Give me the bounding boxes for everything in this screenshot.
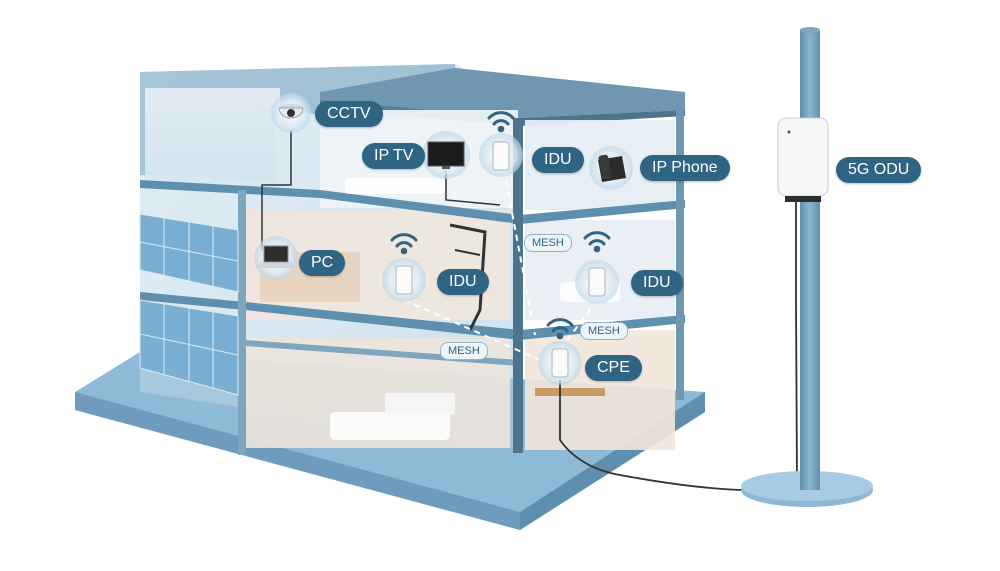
- mesh-label-bottom: MESH: [440, 342, 488, 360]
- label-iptv: IP TV: [362, 143, 426, 169]
- pc-device: [254, 236, 298, 280]
- router-icon: [551, 348, 569, 378]
- ip-phone-icon: [598, 154, 626, 182]
- idu-device-right: [575, 231, 619, 304]
- label-idu-right: IDU: [631, 270, 683, 296]
- wifi-icon: [487, 111, 515, 133]
- label-idu-middle: IDU: [437, 269, 489, 295]
- label-ip-phone: IP Phone: [640, 155, 730, 181]
- solar-panel-icon: [139, 213, 239, 396]
- label-idu-top: IDU: [532, 147, 584, 173]
- odu-pole: [741, 27, 873, 507]
- wifi-icon: [546, 318, 574, 340]
- mesh-links: [403, 169, 598, 361]
- idu-device-middle: [382, 233, 426, 302]
- mesh-label-right: MESH: [580, 322, 628, 340]
- cpe-device: [538, 318, 582, 385]
- cctv-device: [271, 93, 311, 133]
- router-icon: [395, 265, 413, 295]
- outdoor-unit-icon: [777, 117, 829, 202]
- idu-device-top: [479, 111, 523, 177]
- cable-cctv-pc: [261, 130, 292, 250]
- room-top-left: [145, 88, 280, 188]
- wifi-icon: [390, 233, 418, 255]
- tv-icon: [427, 141, 465, 169]
- cable-iptv: [445, 170, 501, 206]
- router-icon: [588, 267, 606, 297]
- mesh-label-top: MESH: [524, 234, 572, 252]
- cctv-camera-icon: [278, 104, 304, 119]
- iptv-device: [422, 131, 470, 179]
- label-pc: PC: [299, 250, 346, 276]
- router-icon: [492, 141, 510, 171]
- wifi-icon: [583, 231, 611, 253]
- label-odu: 5G ODU: [836, 157, 922, 183]
- label-cpe: CPE: [585, 355, 642, 381]
- laptop-icon: [256, 245, 296, 268]
- ip-phone-device: [589, 146, 633, 190]
- label-cctv: CCTV: [315, 101, 383, 127]
